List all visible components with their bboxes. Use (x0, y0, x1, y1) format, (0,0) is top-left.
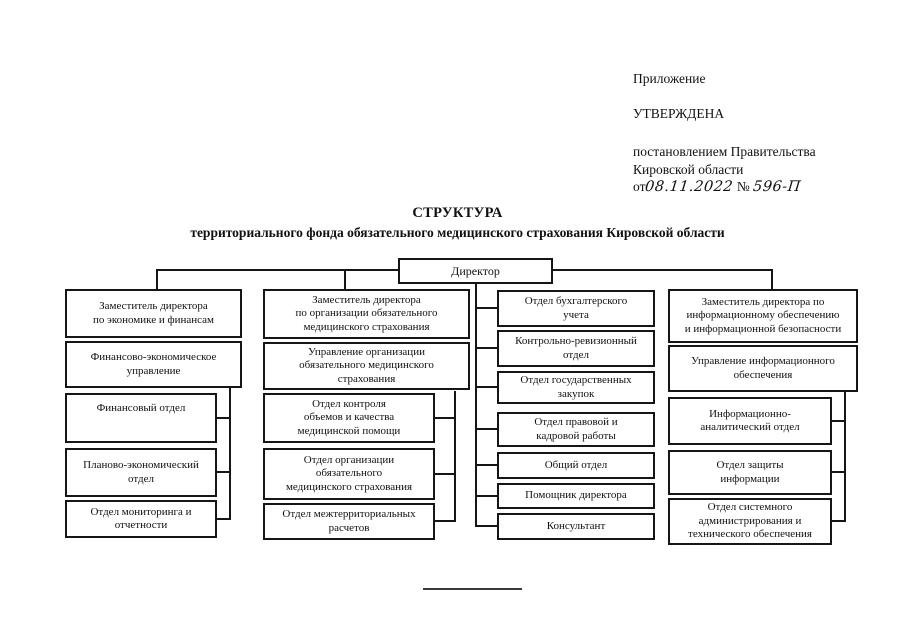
decree-date-number: от08.11.2022 № 596-П (633, 178, 816, 197)
org-box-information-analytics-dept: Информационно- аналитический отдел (668, 397, 832, 445)
title-line1: СТРУКТУРА (412, 205, 503, 221)
org-box-financial-dept: Финансовый отдел (65, 393, 217, 443)
org-box-deputy-information: Заместитель директора по информационному… (668, 289, 858, 343)
org-box-interterritorial-settlements-dept: Отдел межтерриториальных расчетов (263, 503, 435, 540)
footer-rule (423, 588, 522, 590)
date-prefix: от (633, 179, 646, 195)
org-box-planning-economic-dept: Планово-экономический отдел (65, 448, 217, 497)
approved-by-line2: Кировской области (633, 161, 744, 177)
title-line2: территориального фонда обязательного мед… (190, 225, 725, 240)
org-box-control-audit-dept: Контрольно-ревизионный отдел (497, 330, 655, 367)
approval-block: Приложение УТВЕРЖДЕНА постановлением Пра… (633, 70, 816, 197)
org-box-omi-organization-dept: Отдел организации обязательного медицинс… (263, 448, 435, 500)
org-box-director: Директор (398, 258, 553, 284)
number-sign: № (736, 179, 750, 195)
org-box-volume-quality-control-dept: Отдел контроля объемов и качества медици… (263, 393, 435, 443)
org-box-legal-hr-dept: Отдел правовой и кадровой работы (497, 412, 655, 447)
org-box-deputy-economics-finance: Заместитель директора по экономике и фин… (65, 289, 242, 338)
org-box-director-assistant: Помощник директора (497, 483, 655, 509)
appendix-label: Приложение (633, 71, 706, 86)
org-box-financial-economic-directorate: Финансово-экономическое управление (65, 341, 242, 388)
org-box-sysadmin-tech-dept: Отдел системного администрирования и тех… (668, 498, 832, 545)
org-box-omi-organization-directorate: Управление организации обязательного мед… (263, 342, 470, 390)
org-box-information-directorate: Управление информационного обеспечения (668, 345, 858, 392)
org-box-deputy-omi-organization: Заместитель директора по организации обя… (263, 289, 470, 339)
org-box-monitoring-reporting-dept: Отдел мониторинга и отчетности (65, 500, 217, 538)
org-box-consultant: Консультант (497, 513, 655, 540)
org-box-state-procurement-dept: Отдел государственных закупок (497, 371, 655, 404)
document-title: СТРУКТУРА территориального фонда обязате… (20, 205, 895, 241)
org-box-information-security-dept: Отдел защиты информации (668, 450, 832, 495)
approved-label: УТВЕРЖДЕНА (633, 105, 725, 121)
org-box-accounting-dept: Отдел бухгалтерского учета (497, 290, 655, 327)
approved-by-line1: постановлением Правительства (633, 144, 816, 160)
org-box-general-dept: Общий отдел (497, 452, 655, 479)
